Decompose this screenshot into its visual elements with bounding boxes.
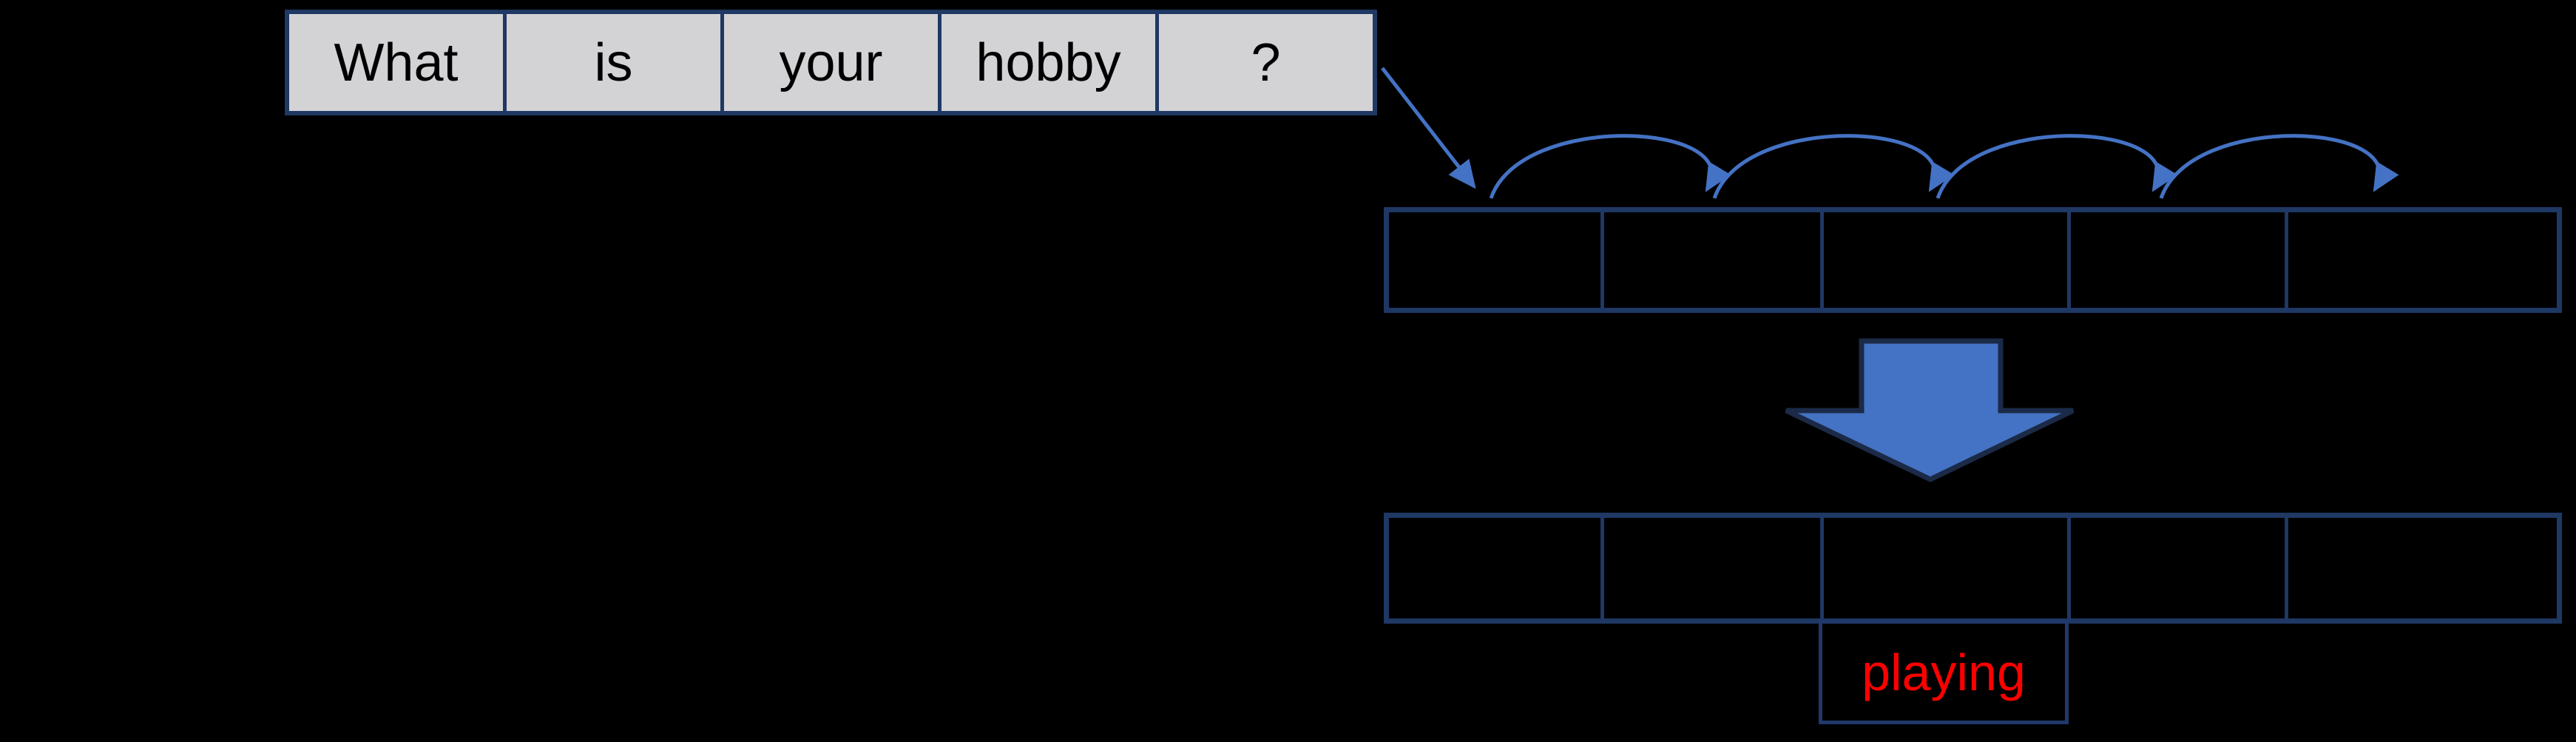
input-word-label: What bbox=[334, 33, 459, 92]
hop-arc-arrow-icon-3 bbox=[1936, 134, 2178, 199]
output-cell bbox=[1824, 518, 2071, 618]
input-word-label: your bbox=[779, 33, 883, 92]
hop-arc-arrow-icon-4 bbox=[2159, 134, 2399, 199]
hop-arc-arrow-icon-2 bbox=[1712, 134, 1955, 199]
predicted-word-box: playing bbox=[1819, 620, 2069, 724]
embedding-cell bbox=[1824, 212, 2071, 308]
input-word-cell: your bbox=[724, 14, 942, 111]
embedding-cell bbox=[1604, 212, 1824, 308]
hop-arc-arrow-icon-1 bbox=[1489, 134, 1731, 199]
embedding-cell bbox=[2071, 212, 2288, 308]
input-word-cell: ? bbox=[1159, 14, 1373, 111]
input-word-cell: hobby bbox=[942, 14, 1159, 111]
input-word-cell: is bbox=[507, 14, 724, 111]
input-word-label: is bbox=[594, 33, 633, 92]
output-cell bbox=[1389, 518, 1604, 618]
output-cell bbox=[2288, 518, 2557, 618]
embedding-cell bbox=[2288, 212, 2557, 308]
output-cell bbox=[1604, 518, 1824, 618]
input-word-label: ? bbox=[1251, 33, 1281, 92]
output-cell bbox=[2071, 518, 2288, 618]
input-sentence-row: What is your hobby ? bbox=[285, 10, 1377, 115]
output-token-row bbox=[1384, 513, 2562, 624]
sentence-to-cells-arrow-icon bbox=[1381, 67, 1476, 189]
transform-down-arrow-icon bbox=[1785, 338, 2075, 482]
input-word-cell: What bbox=[289, 14, 507, 111]
predicted-word-label: playing bbox=[1862, 643, 2026, 701]
input-word-label: hobby bbox=[976, 33, 1121, 92]
embedding-cell bbox=[1389, 212, 1604, 308]
embedding-token-row bbox=[1384, 207, 2562, 313]
